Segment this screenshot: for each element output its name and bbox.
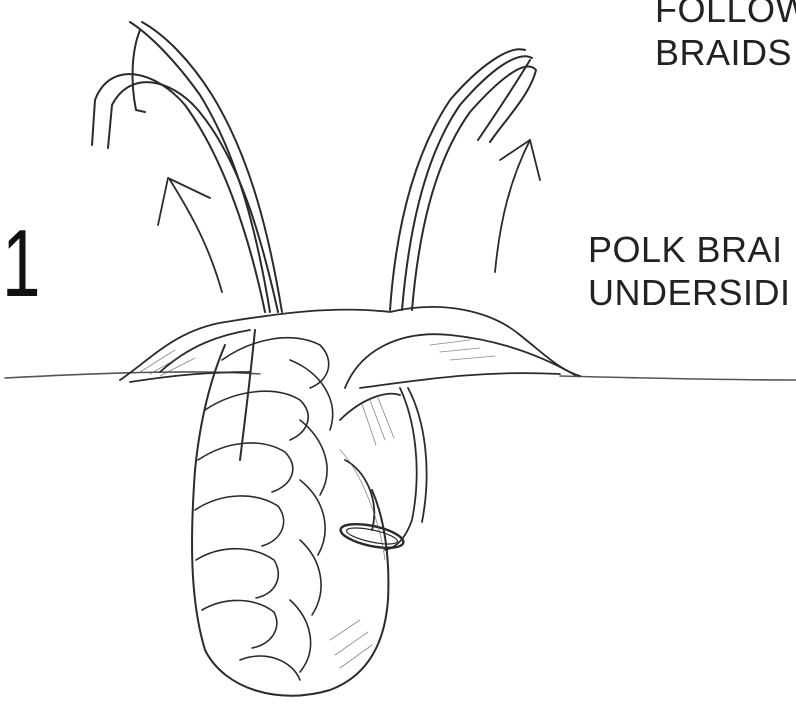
- left-strands: [92, 22, 282, 312]
- arrow-left: [158, 178, 222, 292]
- ground-line: [5, 372, 796, 380]
- braid-plaits: [195, 338, 333, 680]
- hair-band: [339, 520, 406, 553]
- arrow-right: [495, 140, 540, 272]
- scalp-mound: [120, 307, 580, 388]
- braid-body: [192, 330, 388, 696]
